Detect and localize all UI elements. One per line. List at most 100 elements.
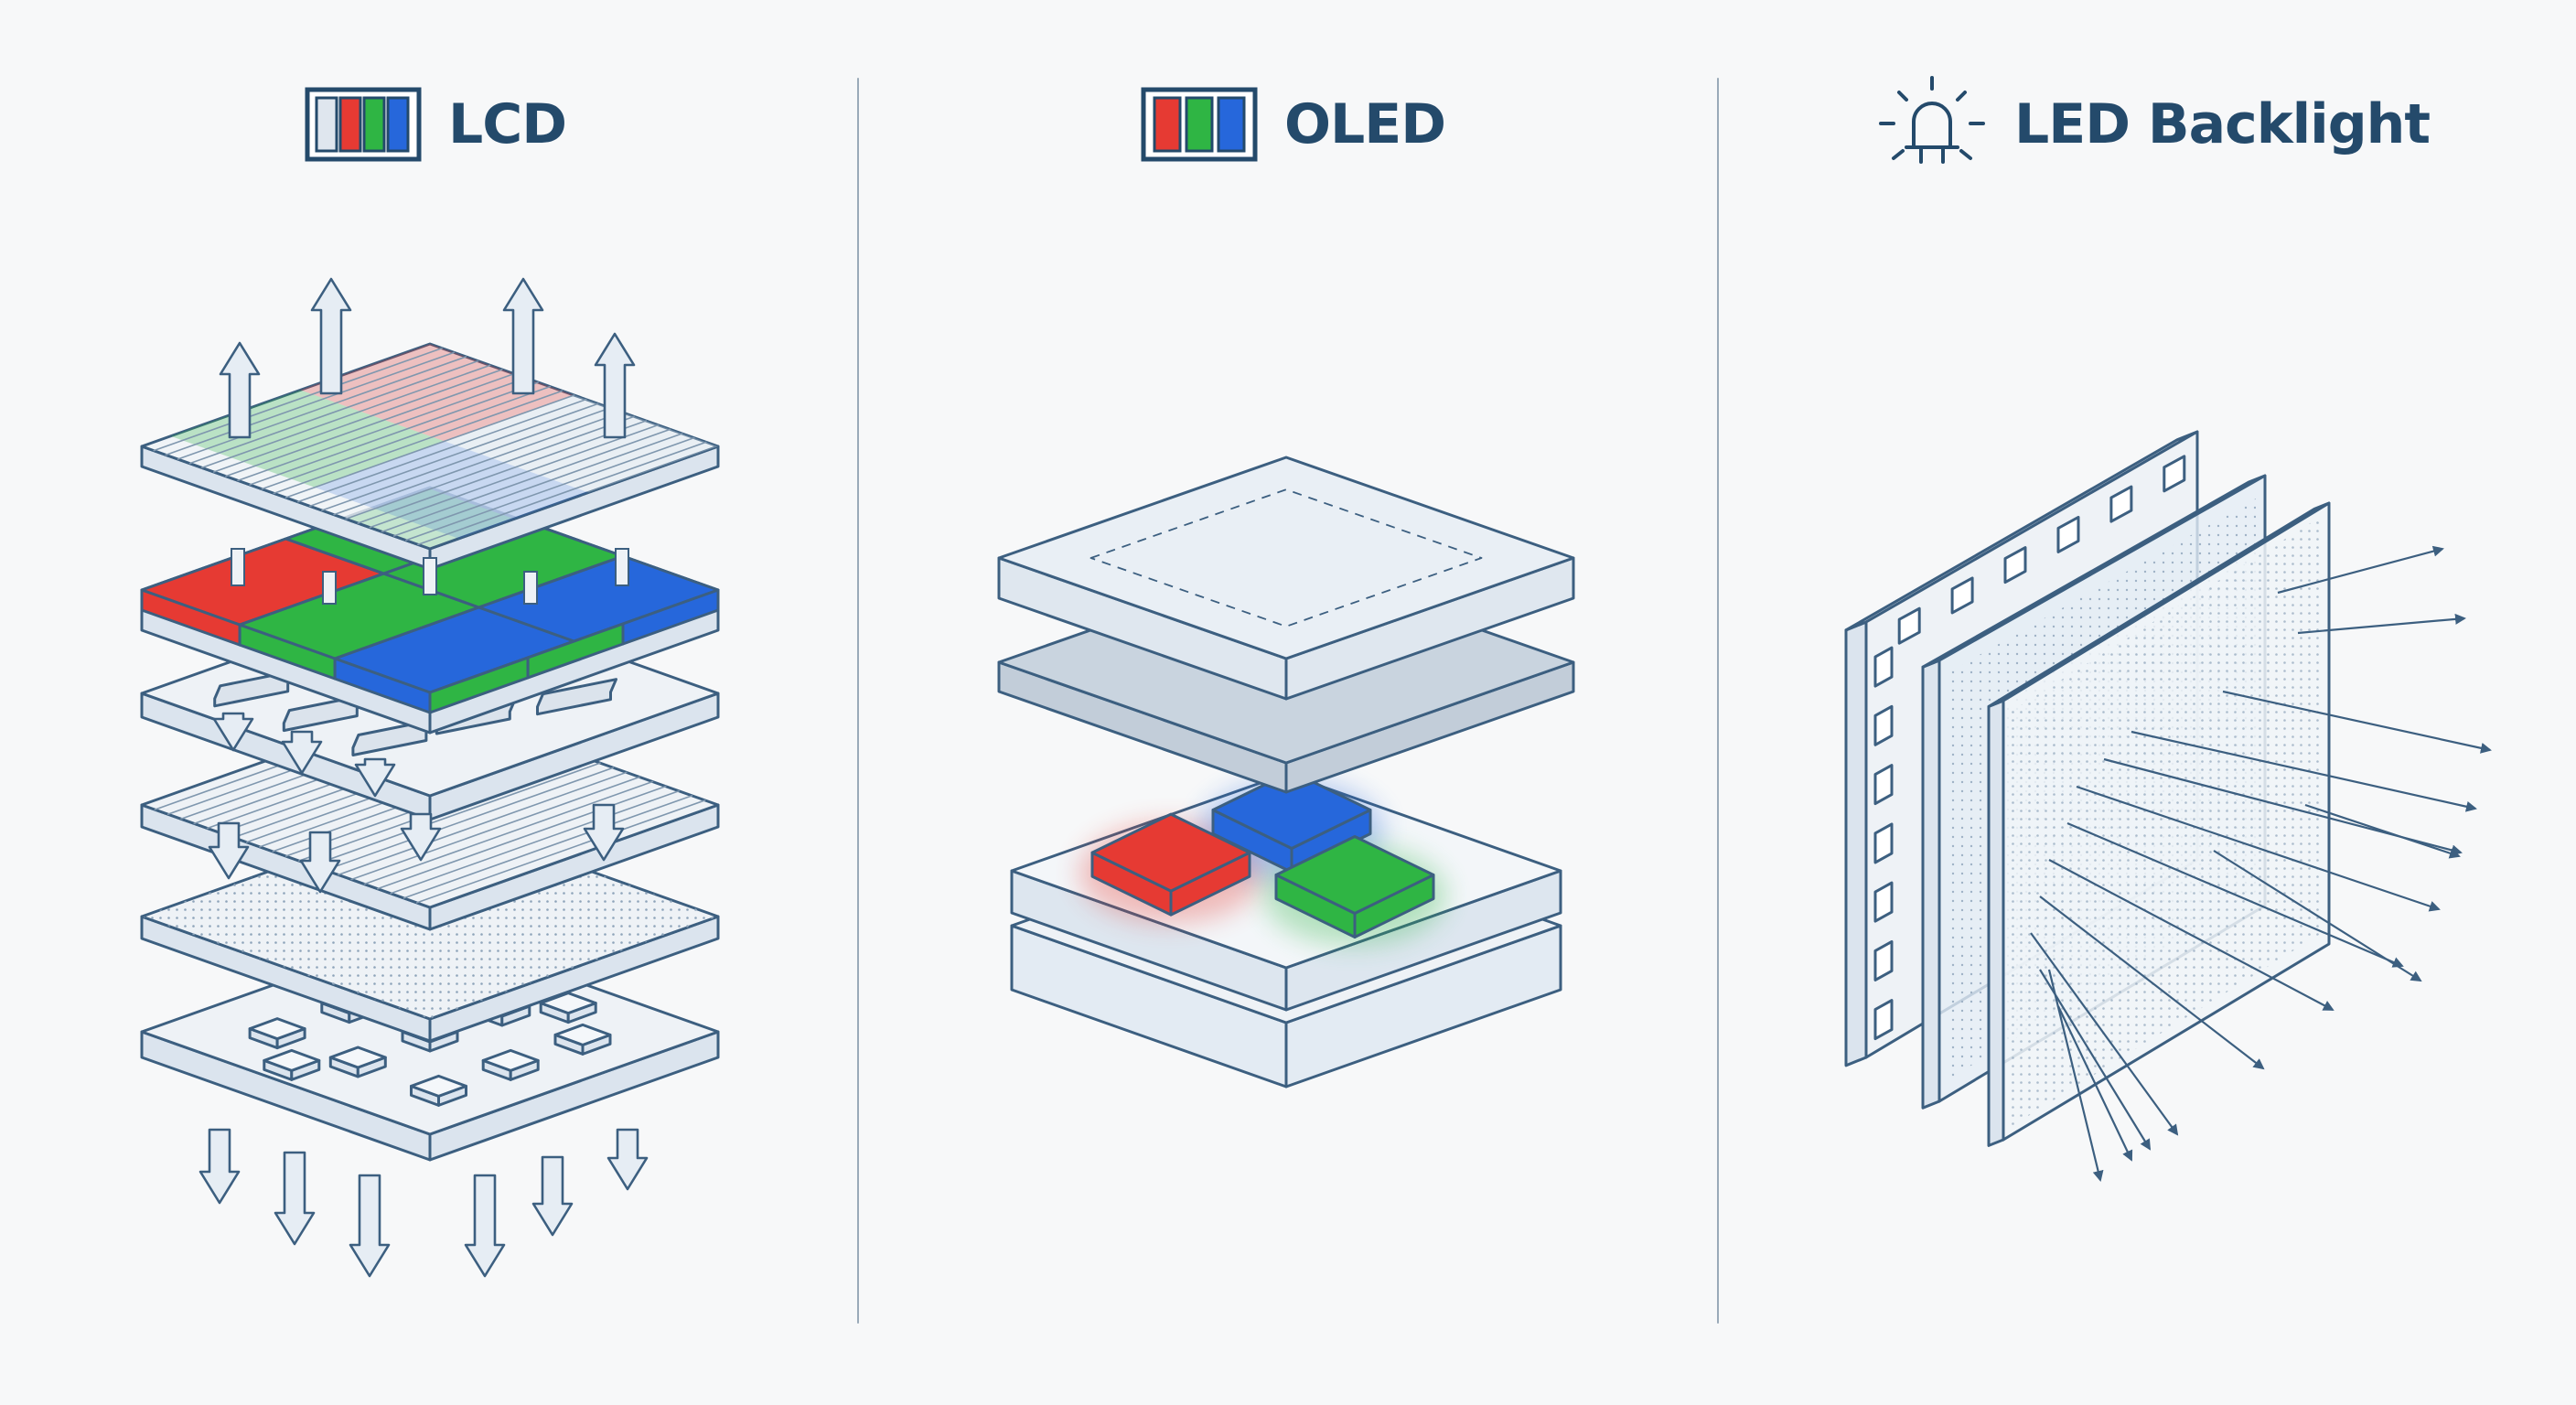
lcd-spacer-post	[423, 557, 437, 595]
lcd-down-arrow	[199, 1128, 241, 1205]
lcd-down-arrow	[274, 1151, 316, 1246]
lcd-top-polarizer-hatch-line	[188, 359, 479, 465]
oled-blue-subpixel	[1211, 770, 1372, 874]
lcd-top-polarizer-hatch-line	[200, 364, 491, 469]
lcd-led-chip	[263, 1048, 321, 1081]
led-edge-chip	[1873, 704, 1894, 746]
led-light-ray	[2039, 896, 2265, 1070]
led-back-plate-side	[1844, 620, 1868, 1067]
lcd-bottom-polarizer-hatch-line	[311, 762, 601, 866]
lcd-top-polarizer-hatch-line	[273, 390, 564, 495]
lcd-top-polarizer-hatch-line	[417, 441, 707, 546]
panel-title-text-led: LED Backlight	[2014, 92, 2431, 156]
lcd-led-chip-top	[248, 1017, 306, 1041]
lcd-stack	[140, 277, 720, 1278]
led-light-ray	[2304, 803, 2461, 859]
led-light-ray	[2213, 850, 2422, 982]
led-top-chip	[2163, 455, 2186, 493]
lcd-top-polarizer-hatch-line	[249, 381, 539, 486]
lcd-bottom-polarizer-hatch-line	[390, 789, 680, 895]
lcd-top-polarizer-hatch-line	[392, 433, 683, 537]
led-light-ray	[2030, 932, 2179, 1136]
lcd-bottom-polarizer-hatch-line	[337, 771, 628, 876]
lcd-led-chip-top	[410, 1074, 467, 1098]
led-backlight-stack	[1844, 430, 2492, 1182]
led-light-ray	[2057, 1005, 2133, 1162]
lcd-top-polarizer-hatch-line	[321, 407, 611, 511]
lcd-bottom-polarizer-hatch-line	[415, 799, 706, 904]
oled-glass-cover	[997, 456, 1575, 701]
led-diffuser-dots	[2011, 516, 2322, 1127]
led-backlight-title: LED Backlight	[1875, 76, 2431, 168]
led-edge-chip	[1873, 822, 1894, 864]
led-top-chip	[2003, 546, 2027, 585]
lcd-led-chip	[248, 1017, 306, 1050]
lcd-title: LCD	[304, 80, 567, 168]
lcd-top-polarizer-hatch-line	[284, 394, 575, 499]
led-edge-chip	[1873, 646, 1894, 688]
lcd-top-polarizer-hatch-line	[237, 377, 527, 482]
oled-title: OLED	[1140, 80, 1446, 168]
led-light-ray	[2066, 821, 2404, 968]
lcd-subpixel-icon	[305, 87, 422, 162]
lcd-bottom-polarizer-hatch-line	[363, 780, 654, 885]
lcd-top-polarizer-hatch-line	[225, 372, 515, 477]
lcd-inner-arrow	[208, 821, 250, 880]
led-diffuser-panel-side	[1987, 699, 2005, 1147]
lcd-down-arrow	[349, 1174, 391, 1278]
led-top-chip	[2109, 485, 2133, 523]
lcd-top-polarizer-hatch-line	[345, 415, 635, 520]
lcd-led-chip-top	[263, 1048, 321, 1072]
oled-green-subpixel	[1274, 835, 1435, 938]
led-light-ray	[2131, 730, 2477, 812]
lcd-led-chip	[410, 1074, 467, 1107]
lcd-top-polarizer-hatch-line	[369, 424, 660, 529]
lcd-bottom-polarizer-hatch-line	[376, 785, 667, 890]
lcd-down-arrow	[464, 1174, 506, 1278]
led-edge-chip	[1873, 881, 1894, 923]
panel-title-text-lcd: LCD	[448, 92, 567, 156]
lcd-led-chip	[481, 1048, 540, 1081]
lcd-up-arrow	[594, 332, 636, 439]
lcd-inner-arrow	[583, 803, 625, 862]
led-top-chip	[2056, 515, 2080, 553]
led-light-guide-side	[1921, 659, 1941, 1110]
lcd-led-chip	[553, 1023, 612, 1056]
lcd-top-polarizer-hatch-line	[261, 385, 552, 490]
led-light-ray	[2048, 859, 2334, 1011]
lcd-led-chip-top	[328, 1046, 387, 1069]
lcd-bottom-polarizer-hatch-line	[402, 795, 693, 899]
led-light-ray	[2039, 969, 2152, 1151]
lcd-spacer-post	[231, 548, 245, 586]
lcd-spacer-post	[615, 548, 629, 586]
oled-green-subpixel-top	[1274, 835, 1435, 915]
lcd-up-arrow	[310, 277, 352, 395]
lcd-top-polarizer-hatch-line	[212, 369, 503, 473]
led-light-ray	[2047, 969, 2104, 1182]
lcd-top-polarizer-hatch-line	[165, 351, 456, 456]
lcd-top-polarizer-hatch-line	[308, 402, 599, 508]
lcd-led-chip-top	[481, 1048, 540, 1072]
lcd-spacer-post	[322, 571, 337, 605]
lcd-up-arrow	[502, 277, 544, 395]
lcd-tft-transistor	[351, 719, 434, 756]
lcd-tft-transistor	[213, 670, 295, 708]
lcd-color-filter-front-cell	[621, 588, 720, 646]
lcd-led-chip-top	[553, 1023, 612, 1046]
lcd-top-polarizer-hatch-line	[333, 411, 623, 516]
led-light-ray	[2076, 785, 2441, 912]
lcd-top-polarizer-hatch-line	[357, 420, 648, 524]
lcd-led-chip	[328, 1046, 387, 1078]
lcd-bottom-polarizer-hatch-line	[350, 776, 640, 881]
lcd-inner-arrow	[400, 812, 442, 862]
lcd-top-polarizer-hatch-line	[177, 356, 467, 460]
lcd-spacer-post	[523, 571, 538, 605]
led-edge-chip	[1873, 764, 1894, 806]
lcd-inner-arrow	[212, 712, 254, 752]
oled-red-subpixel	[1090, 812, 1251, 917]
lcd-top-polarizer-hatch-line	[296, 398, 587, 503]
led-edge-chip	[1873, 939, 1894, 981]
led-lamp-icon	[1879, 76, 1985, 164]
lcd-top-polarizer-hatch-line	[381, 428, 671, 533]
